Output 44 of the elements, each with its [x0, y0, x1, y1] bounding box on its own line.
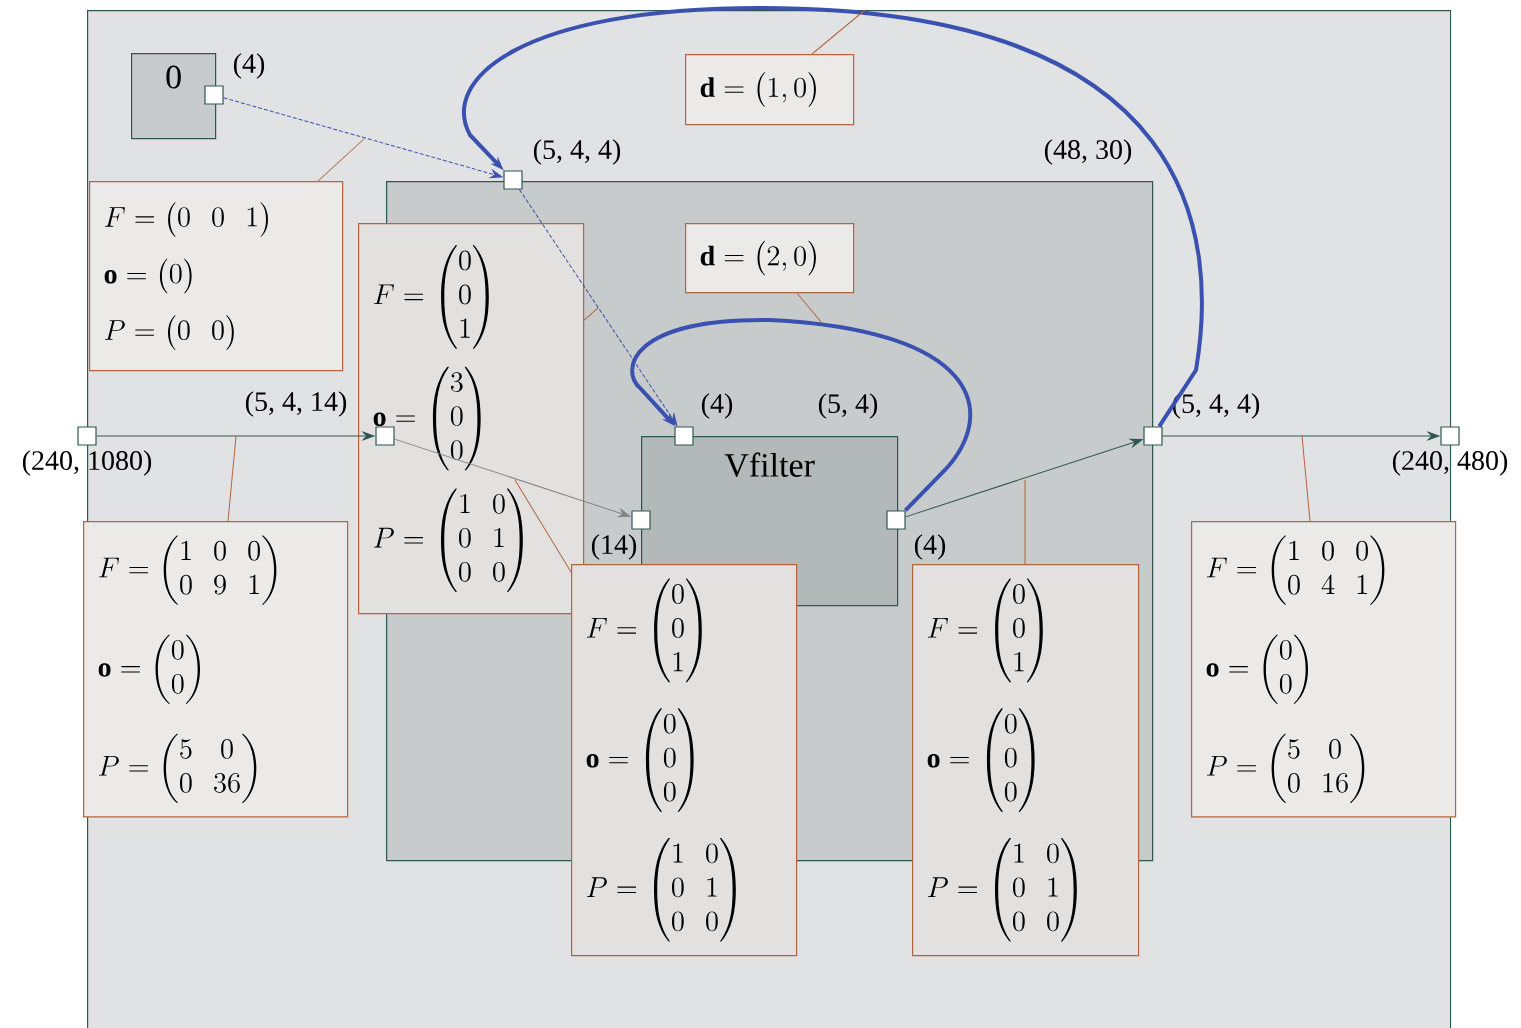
port-square: [204, 85, 224, 105]
port-square: [1440, 426, 1460, 446]
annotation-box: $F = \begin{pmatrix}0\\ 0\\ 1\end{pmatrix}$ $\mathbf{o} = \begin{pmatrix}0\\ 0\\ 0\end{pmatrix}$ $P = \begin{pmatrix}1 & 0\\ 0 & 1\\ 0 & 0\end{pmatrix}$: [912, 564, 1140, 957]
port-label: (5, 4): [818, 393, 878, 419]
port-label: (5, 4, 4): [533, 139, 621, 165]
leader-line: [227, 435, 237, 522]
arrow: [1162, 431, 1440, 441]
arrow: [518, 189, 678, 426]
port-label: (14): [591, 534, 637, 560]
constant-box: 0: [131, 53, 217, 140]
leader-line: [1024, 479, 1026, 565]
port-label: (4): [233, 53, 265, 79]
arrow: [223, 97, 503, 179]
port-label: (240, 480): [1392, 450, 1508, 476]
port-label: (5, 4, 14): [245, 391, 347, 417]
leader-line: [317, 138, 365, 182]
annotation-box: $\mathbf{d} = \bigl(1, 0\bigr)$: [685, 54, 855, 126]
arrow: [905, 438, 1143, 518]
port-square: [886, 510, 906, 530]
port-label: (4): [701, 393, 733, 419]
port-square: [77, 426, 97, 446]
leader-line: [1301, 435, 1311, 522]
annotation-box: $F = \begin{pmatrix}0\\ 0\\ 1\end{pmatrix}$ $\mathbf{o} = \begin{pmatrix}3\\ 0\\ 0\end{pmatrix}$ $P = \begin{pmatrix}1 & 0\\ 0 & 1\\ 0 & 0\end{pmatrix}$: [358, 223, 585, 615]
arrow: [394, 438, 631, 518]
port-square: [631, 510, 651, 530]
annotation-box: $F = \begin{pmatrix}0\\ 0\\ 1\end{pmatrix}$ $\mathbf{o} = \begin{pmatrix}0\\ 0\\ 0\end{pmatrix}$ $P = \begin{pmatrix}1 & 0\\ 0 & 1\\ 0 & 0\end{pmatrix}$: [571, 564, 798, 957]
curved-arrow: [630, 318, 972, 512]
leader-line: [796, 292, 823, 324]
port-label: (240, 1080): [22, 450, 152, 476]
curved-arrow: [462, 6, 1204, 428]
leader-line: [583, 307, 599, 321]
annotation-box: $F = \begin{pmatrix}1 & 0 & 0\\ 0 & 4 & 1\end{pmatrix}$ $\mathbf{o} = \begin{pmatrix}0\\ 0\end{pmatrix}$ $P = \begin{pmatrix}5 & 0\\ 0 & 16\end{pmatrix}$: [1191, 521, 1457, 818]
port-square: [375, 426, 395, 446]
leader-line: [514, 479, 572, 573]
port-label: (4): [914, 534, 946, 560]
port-label: (48, 30): [1044, 139, 1132, 165]
annotation-box: $\mathbf{d} = \bigl(2, 0\bigr)$: [685, 223, 855, 294]
port-square: [674, 426, 694, 446]
port-square: [503, 170, 523, 190]
annotation-box: $F = \begin{pmatrix}1 & 0 & 0\\ 0 & 9 & 1\end{pmatrix}$ $\mathbf{o} = \begin{pmatrix}0\\ 0\end{pmatrix}$ $P = \begin{pmatrix}5 & 0\\ 0 & 36\end{pmatrix}$: [83, 521, 349, 818]
leader-line: [811, 9, 866, 55]
port-square: [1143, 426, 1163, 446]
arrow: [96, 431, 375, 441]
annotation-box: $F = \begin{pmatrix}0 & 0 & 1\end{pmatrix}$ $\mathbf{o} = \begin{pmatrix}0\end{pmatrix}$ $P = \begin{pmatrix}0 & 0\end{pmatrix}$: [89, 181, 344, 372]
